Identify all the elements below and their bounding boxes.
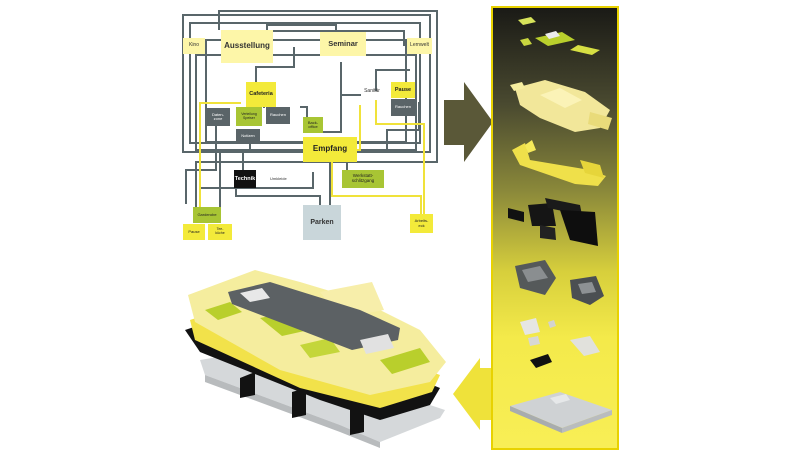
layer-pale-yellow-blocks: [510, 80, 612, 132]
node-garderobe: Garderobe: [193, 207, 221, 223]
layer-dark-gray-cores: [515, 260, 604, 305]
node-parken: Parken: [303, 205, 341, 240]
umkleide-label: Umkleide: [270, 176, 287, 181]
node-empfang: Empfang: [303, 137, 357, 162]
layer-yellow-frame: [512, 140, 606, 186]
node-kino: Kino: [183, 38, 205, 54]
model-gray-core: [228, 282, 400, 350]
node-rauchen-mid: Rauchen: [266, 107, 290, 124]
layer-light-blocks: [520, 318, 600, 356]
node-werkstaette: Werkstatt- schlitzgang: [342, 170, 384, 188]
node-pause-bottom: Pause: [183, 224, 205, 240]
node-rauchen-right: Rauchen: [391, 99, 415, 116]
node-cafeteria: Cafeteria: [246, 82, 276, 107]
small-black-block: [530, 354, 552, 368]
node-verteilung: Verteilung Speiser: [236, 107, 262, 126]
node-notizen: Notizen: [236, 129, 260, 144]
node-backoffice: Back- office: [303, 117, 323, 133]
model-green-blocks: [205, 302, 242, 320]
node-technik: Technik: [234, 170, 256, 188]
layer-black-walls: [508, 198, 598, 246]
layer-base-plate: [510, 392, 612, 433]
node-ausstellung: Ausstellung: [221, 30, 273, 63]
node-lernwelt: Lernwelt: [407, 38, 432, 54]
layer-green-blocks: [518, 17, 600, 55]
node-seminar: Seminar: [320, 32, 366, 56]
node-arbeitsecke: Arbeits- eck: [410, 214, 433, 233]
node-teekueche: Tee- küche: [208, 224, 232, 240]
node-datenzone: Daten- zone: [206, 108, 230, 126]
node-sanitaer: Sanitär: [364, 88, 380, 95]
node-pause-top: Pause: [391, 82, 415, 98]
